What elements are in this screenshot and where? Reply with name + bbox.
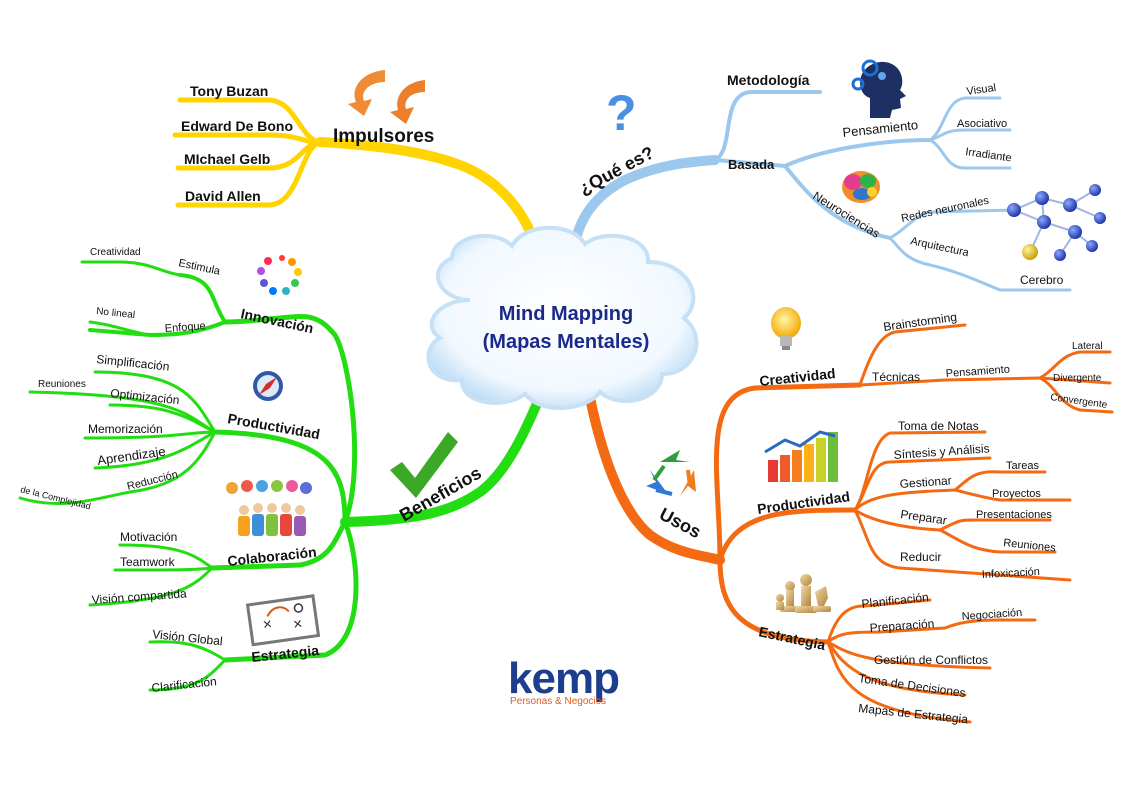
svg-text:✕: ✕ bbox=[262, 617, 274, 632]
colaboracion-item: Motivación bbox=[120, 530, 177, 544]
productividad-benef-item: Simplificación bbox=[96, 352, 170, 374]
gestion-conflictos-label: Gestión de Conflictos bbox=[874, 653, 988, 667]
productividad-benef-item: Reducción bbox=[126, 469, 179, 493]
productividad-benef-item: Memorización bbox=[88, 422, 163, 436]
preparar-label: Preparar bbox=[900, 507, 948, 527]
basada-label: Basada bbox=[728, 157, 775, 172]
tipo-pensamiento: Lateral bbox=[1072, 341, 1103, 352]
usos-label: Usos bbox=[656, 504, 704, 542]
preparar-item: Reuniones bbox=[1003, 537, 1057, 554]
preparacion-label: Preparación bbox=[869, 617, 935, 635]
metodologia-label: Metodología bbox=[727, 72, 810, 88]
center-cloud bbox=[426, 225, 699, 410]
innovacion-label: Innovación bbox=[239, 305, 315, 336]
productividad-benef-item: Reuniones bbox=[38, 379, 86, 390]
pensamiento-item: Asociativo bbox=[957, 118, 1007, 130]
creatividad-usos-label: Creatividad bbox=[759, 365, 837, 389]
gestionar-item: Proyectos bbox=[992, 488, 1041, 500]
beneficios-branch bbox=[18, 260, 550, 692]
neuro-item: Arquitectura bbox=[909, 235, 970, 259]
impulsor-item: David Allen bbox=[185, 188, 261, 204]
que-es-branch bbox=[567, 90, 1072, 292]
question-mark-icon: ? bbox=[606, 85, 637, 141]
colaboracion-item: Teamwork bbox=[120, 555, 176, 569]
mapas-estrategia-label: Mapas de Estrategia bbox=[858, 701, 969, 726]
toma-notas-label: Toma de Notas bbox=[898, 419, 979, 433]
compass-icon bbox=[253, 371, 283, 401]
pensamiento-label: Pensamiento bbox=[842, 117, 919, 140]
estrategia-benef-item: Clarificación bbox=[151, 674, 217, 695]
checkmark-icon bbox=[390, 432, 458, 498]
logo-tagline: Personas & Negocios bbox=[510, 696, 606, 707]
cerebro-label: Cerebro bbox=[1020, 273, 1064, 287]
planificacion-label: Planificación bbox=[861, 590, 929, 611]
pensamiento-item: Visual bbox=[966, 82, 997, 98]
impulsor-item: MIchael Gelb bbox=[184, 151, 270, 167]
tecnicas-label: Técnicas bbox=[872, 370, 920, 384]
toma-decisiones-label: Toma de Decisiones bbox=[858, 671, 967, 700]
curved-arrows-icon bbox=[348, 70, 425, 124]
lightbulb-icon bbox=[771, 307, 801, 350]
svg-text:✕: ✕ bbox=[292, 617, 304, 632]
team-people-icon bbox=[226, 480, 312, 536]
creatividad-leaf: Creatividad bbox=[90, 247, 141, 258]
negociacion-label: Negociación bbox=[961, 607, 1022, 623]
enfoque-label: Enfoque bbox=[164, 320, 206, 335]
sintesis-label: Síntesis y Análisis bbox=[893, 441, 990, 462]
center-title-line2: (Mapas Mentales) bbox=[483, 331, 650, 353]
no-lineal-leaf: No lineal bbox=[96, 306, 136, 321]
kemp-logo: kemp Personas & Negocios bbox=[508, 654, 620, 707]
cycle-arrows-icon bbox=[646, 450, 696, 496]
impulsor-item: Edward De Bono bbox=[181, 118, 293, 134]
neural-network-icon bbox=[1007, 184, 1106, 261]
head-gears-icon bbox=[851, 59, 906, 118]
gestionar-label: Gestionar bbox=[899, 473, 952, 491]
impulsores-branch bbox=[172, 97, 545, 267]
estrategia-benef-label: Estrategia bbox=[251, 642, 320, 665]
tipo-pensamiento: Divergente bbox=[1053, 373, 1102, 384]
estrategia-usos-label: Estrategia bbox=[757, 623, 827, 653]
impulsores-label: Impulsores bbox=[333, 126, 434, 147]
brain-icon bbox=[842, 171, 880, 203]
strategy-board-icon: ✕ ✕ bbox=[245, 594, 321, 647]
infoxicacion-label: Infoxicación bbox=[982, 566, 1041, 581]
chess-pieces-icon bbox=[776, 574, 831, 613]
preparar-item: Presentaciones bbox=[976, 509, 1052, 521]
usos-branch bbox=[583, 323, 1114, 724]
reducir-label: Reducir bbox=[900, 550, 941, 564]
gestionar-item: Tareas bbox=[1006, 460, 1040, 472]
center-title-line1: Mind Mapping bbox=[499, 303, 633, 325]
impulsor-item: Tony Buzan bbox=[190, 83, 268, 99]
logo-text: kemp bbox=[508, 654, 619, 703]
colaboracion-item: Visión compartida bbox=[91, 586, 187, 607]
pensamiento-usos-label: Pensamiento bbox=[945, 364, 1010, 380]
bulbs-circle-icon bbox=[257, 255, 302, 295]
pensamiento-item: Irradiante bbox=[965, 146, 1013, 164]
bar-chart-icon bbox=[764, 430, 838, 482]
productividad-benef-item: de la Complejidad bbox=[20, 484, 92, 511]
